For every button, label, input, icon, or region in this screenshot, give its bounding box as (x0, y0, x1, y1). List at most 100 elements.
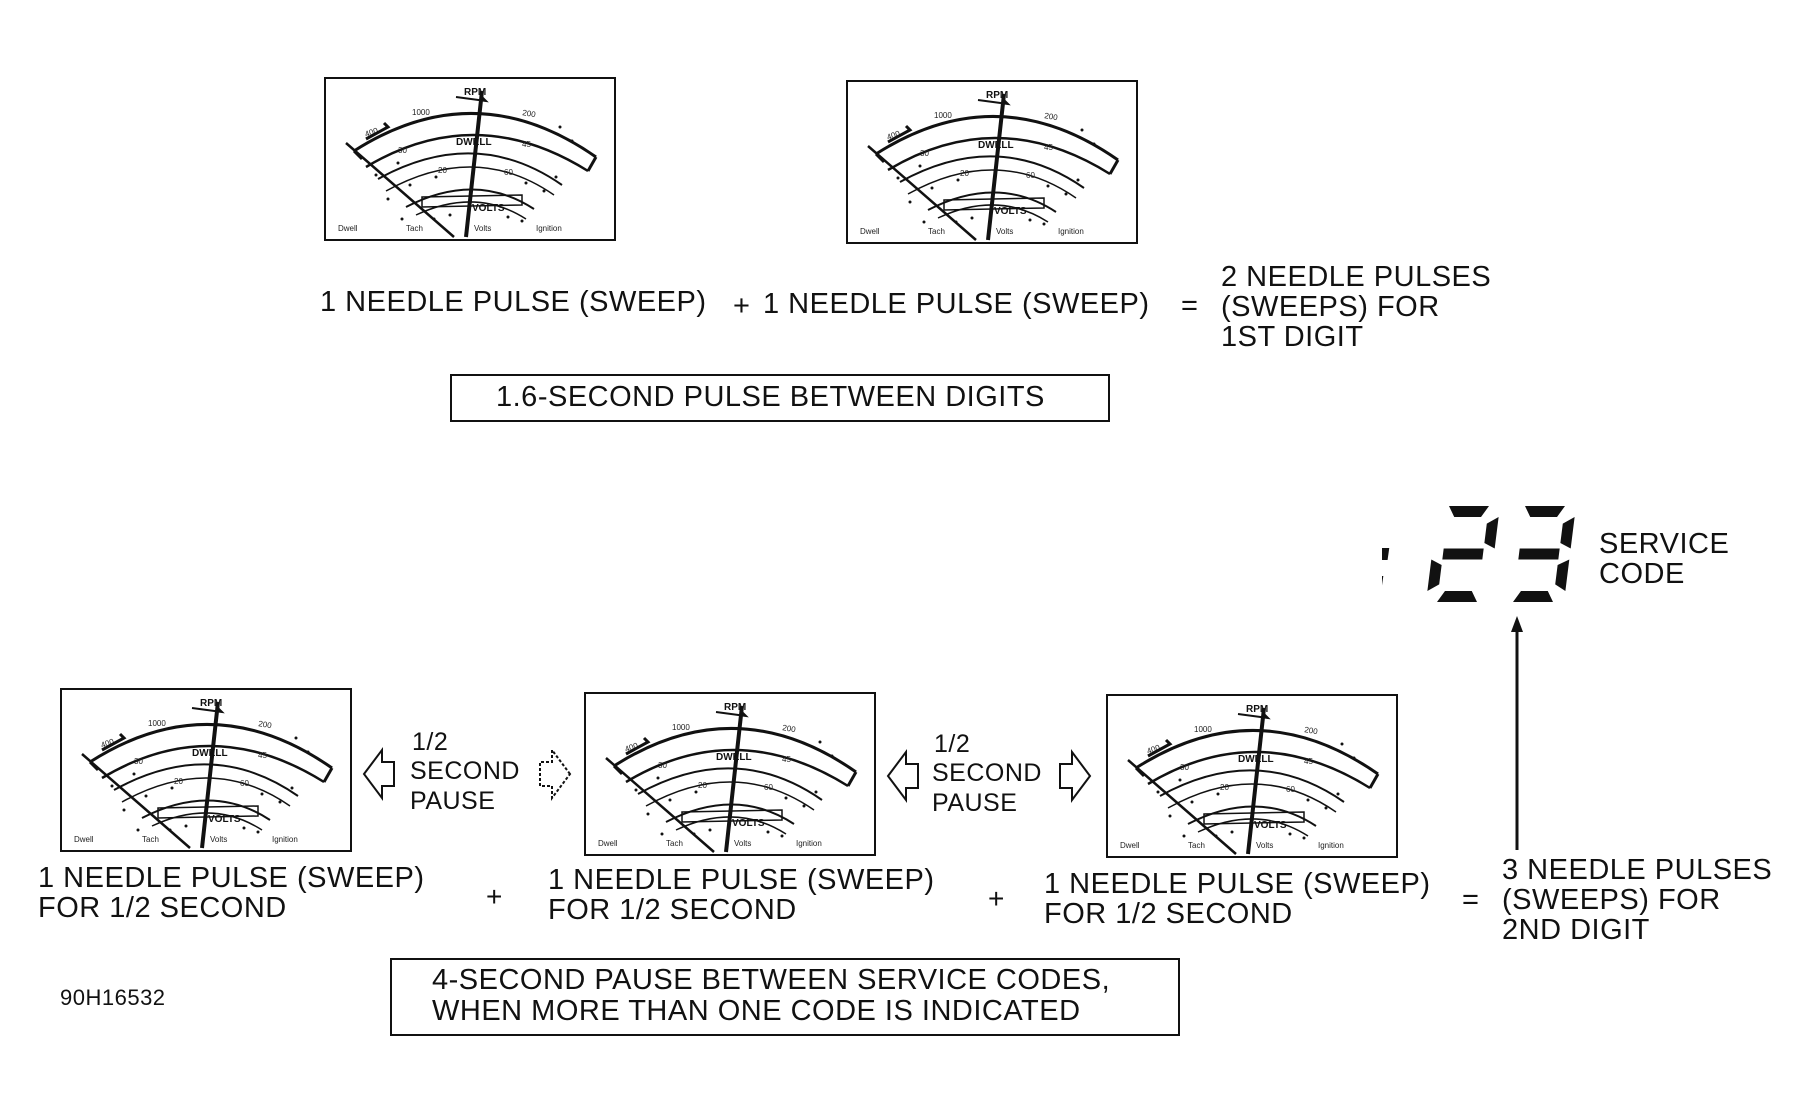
svg-text:30: 30 (920, 149, 929, 158)
bottom-result-line3: 2ND DIGIT (1502, 914, 1650, 946)
tach-dwell-meter-face: 400 1000 200 30 45 20 60 RPM DWELL VOLTS… (860, 90, 1120, 241)
svg-text:VOLTS: VOLTS (732, 818, 765, 829)
svg-text:400: 400 (624, 741, 640, 754)
top-plus-sign: + (733, 290, 751, 322)
svg-text:DWELL: DWELL (716, 752, 752, 763)
meter-top-1: 400 1000 200 30 45 20 60 RPM DWELL VOLTS… (324, 77, 616, 241)
pause-left-arrow-icon (886, 749, 919, 803)
svg-text:45: 45 (1044, 143, 1053, 152)
meter-scale-label: Dwell (598, 839, 618, 848)
meter-scale-label: Tach (1188, 841, 1205, 850)
bottom-pulse-1-line2: FOR 1/2 SECOND (38, 892, 287, 924)
figure-id: 90H16532 (60, 985, 166, 1010)
display-digit-segment (1437, 591, 1477, 602)
svg-text:200: 200 (1304, 725, 1319, 736)
pause-2-line2: SECOND (932, 759, 1042, 787)
svg-text:60: 60 (240, 779, 249, 788)
between-digits-text: 1.6-SECOND PULSE BETWEEN DIGITS (496, 381, 1045, 413)
pause-left-arrow-icon (362, 747, 395, 801)
svg-text:60: 60 (504, 168, 513, 177)
tach-dwell-meter-face: 400 1000 200 30 45 20 60 RPM DWELL VOLTS… (74, 698, 334, 849)
bottom-pulse-2-line1: 1 NEEDLE PULSE (SWEEP) (548, 864, 935, 896)
bottom-pulse-1-line1: 1 NEEDLE PULSE (SWEEP) (38, 862, 425, 894)
between-codes-box: 4-SECOND PAUSE BETWEEN SERVICE CODES, WH… (390, 958, 1180, 1036)
svg-text:DWELL: DWELL (978, 140, 1014, 151)
svg-text:1000: 1000 (148, 719, 166, 728)
top-pulse-label-1: 1 NEEDLE PULSE (SWEEP) (320, 286, 707, 318)
display-digit-segment (1449, 506, 1489, 517)
svg-text:VOLTS: VOLTS (994, 206, 1027, 217)
meter-scale-label: Tach (406, 224, 423, 233)
svg-text:400: 400 (100, 737, 116, 750)
meter-scale-label: Dwell (860, 227, 880, 236)
svg-text:DWELL: DWELL (192, 748, 228, 759)
display-digit-segment (1525, 506, 1565, 517)
svg-text:30: 30 (1180, 763, 1189, 772)
bottom-result-line2: (SWEEPS) FOR (1502, 884, 1721, 916)
service-code-label-line1: SERVICE (1599, 528, 1730, 560)
bottom-pulse-3-line2: FOR 1/2 SECOND (1044, 898, 1293, 930)
meter-scale-label: Ignition (272, 835, 298, 844)
svg-text:30: 30 (658, 761, 667, 770)
meter-scale-label: Ignition (1318, 841, 1344, 850)
meter-scale-label: Volts (1256, 841, 1273, 850)
svg-text:RPM: RPM (1246, 704, 1268, 715)
svg-text:1000: 1000 (934, 111, 952, 120)
meter-scale-label: Volts (734, 839, 751, 848)
meter-scale-label: Volts (996, 227, 1013, 236)
svg-text:60: 60 (1286, 785, 1295, 794)
between-codes-line1: 4-SECOND PAUSE BETWEEN SERVICE CODES, (432, 964, 1111, 996)
svg-text:30: 30 (398, 146, 407, 155)
svg-text:200: 200 (258, 719, 273, 730)
meter-bottom-3: 400 1000 200 30 45 20 60 RPM DWELL VOLTS… (1106, 694, 1398, 858)
svg-text:RPM: RPM (200, 698, 222, 709)
svg-text:45: 45 (522, 140, 531, 149)
svg-text:200: 200 (522, 108, 537, 119)
display-digit-segment (1560, 517, 1575, 549)
svg-text:200: 200 (1044, 111, 1059, 122)
service-code-display (1382, 500, 1582, 608)
bottom-result-line1: 3 NEEDLE PULSES (1502, 854, 1773, 886)
svg-text:RPM: RPM (986, 90, 1008, 101)
pause-2-line1: 1/2 (934, 730, 971, 758)
meter-scale-label: Ignition (796, 839, 822, 848)
svg-text:200: 200 (782, 723, 797, 734)
pause-right-arrow-icon (539, 747, 572, 801)
pause-1-line1: 1/2 (412, 728, 449, 756)
bottom-plus-1: + (486, 881, 503, 912)
svg-text:45: 45 (1304, 757, 1313, 766)
meter-scale-label: Volts (210, 835, 227, 844)
svg-text:1000: 1000 (412, 108, 430, 117)
display-colon-bottom (1382, 576, 1384, 588)
display-digit-segment (1555, 559, 1570, 591)
svg-text:20: 20 (1220, 783, 1229, 792)
meter-scale-label: Volts (474, 224, 491, 233)
meter-bottom-1: 400 1000 200 30 45 20 60 RPM DWELL VOLTS… (60, 688, 352, 852)
svg-text:400: 400 (364, 126, 380, 139)
service-code-label-line2: CODE (1599, 558, 1685, 590)
tach-dwell-meter-face: 400 1000 200 30 45 20 60 RPM DWELL VOLTS… (598, 702, 858, 853)
svg-text:RPM: RPM (464, 87, 486, 98)
pause-1-line2: SECOND (410, 757, 520, 785)
top-result-line1: 2 NEEDLE PULSES (1221, 261, 1492, 293)
top-pulse-label-2: 1 NEEDLE PULSE (SWEEP) (763, 288, 1150, 320)
svg-text:VOLTS: VOLTS (472, 203, 505, 214)
bottom-plus-2: + (988, 883, 1005, 914)
svg-text:20: 20 (960, 169, 969, 178)
svg-text:400: 400 (1146, 743, 1162, 756)
svg-text:45: 45 (258, 751, 267, 760)
meter-bottom-2: 400 1000 200 30 45 20 60 RPM DWELL VOLTS… (584, 692, 876, 856)
meter-scale-label: Tach (142, 835, 159, 844)
svg-text:400: 400 (886, 129, 902, 142)
pointer-arrow (1511, 616, 1523, 850)
svg-text:RPM: RPM (724, 702, 746, 713)
meter-scale-label: Tach (928, 227, 945, 236)
svg-text:20: 20 (174, 777, 183, 786)
top-result-line3: 1ST DIGIT (1221, 321, 1364, 353)
meter-scale-label: Ignition (1058, 227, 1084, 236)
meter-scale-label: Dwell (74, 835, 94, 844)
svg-text:DWELL: DWELL (1238, 754, 1274, 765)
pause-right-arrow-icon (1059, 749, 1092, 803)
pause-2-line3: PAUSE (932, 789, 1018, 817)
svg-text:60: 60 (764, 783, 773, 792)
